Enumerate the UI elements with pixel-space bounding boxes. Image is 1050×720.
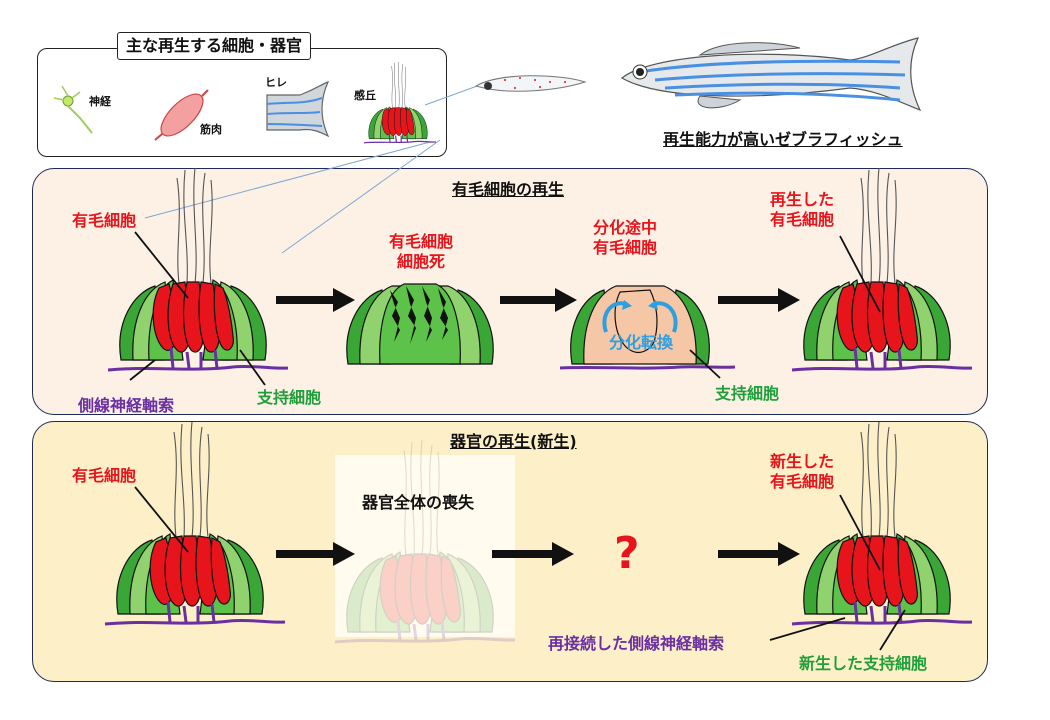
differentiating-label: 分化途中 有毛細胞 [585, 218, 665, 258]
transdifferentiation-label: 分化転換 [609, 333, 674, 352]
zebrafish-icon [620, 37, 922, 112]
lateral-line-axon-label: 側線神経軸索 [78, 396, 175, 415]
new-hair-cell-line2: 有毛細胞 [769, 472, 834, 491]
muscle-icon [154, 89, 209, 141]
panel1-title: 有毛細胞の再生 [452, 180, 565, 199]
organ-loss-label: 器官全体の喪失 [362, 493, 475, 512]
zebrafish-caption: 再生能力が高いゼブラフィッシュ [663, 130, 903, 149]
regenerated-line2: 有毛細胞 [769, 210, 834, 229]
differentiating-line1: 分化途中 [592, 218, 657, 237]
differentiating-line2: 有毛細胞 [592, 238, 657, 257]
legend-fin-label: ヒレ [265, 76, 287, 89]
new-hair-cell-line1: 新生した [769, 452, 834, 471]
legend-muscle-label: 筋肉 [200, 123, 222, 136]
support-cell-label-2: 支持細胞 [715, 384, 780, 403]
legend-neuromast-label: 感丘 [354, 89, 376, 102]
hair-cell-death-label: 有毛細胞 細胞死 [381, 232, 461, 272]
new-support-cell-label: 新生した支持細胞 [799, 654, 928, 673]
legend-title: 主な再生する細胞・器官 [117, 32, 312, 60]
hair-cell-death-line1: 有毛細胞 [388, 232, 453, 251]
new-hair-cell-label: 新生した 有毛細胞 [762, 452, 842, 492]
larva-icon [474, 75, 587, 92]
panel2-hair-cell-label: 有毛細胞 [72, 466, 137, 485]
hair-cell-label: 有毛細胞 [72, 211, 137, 230]
regenerated-line1: 再生した [769, 190, 834, 209]
fin-icon [266, 81, 330, 138]
panel2-title: 器官の再生(新生) [450, 432, 577, 451]
hair-cell-death-line2: 細胞死 [396, 252, 445, 271]
nerve-icon [53, 85, 93, 134]
unknown-mark: ? [614, 528, 640, 579]
support-cell-label: 支持細胞 [257, 388, 322, 407]
reconnected-axon-label: 再接続した側線神経軸索 [548, 634, 725, 653]
regenerated-label: 再生した 有毛細胞 [762, 190, 842, 230]
legend-nerve-label: 神経 [89, 95, 111, 108]
